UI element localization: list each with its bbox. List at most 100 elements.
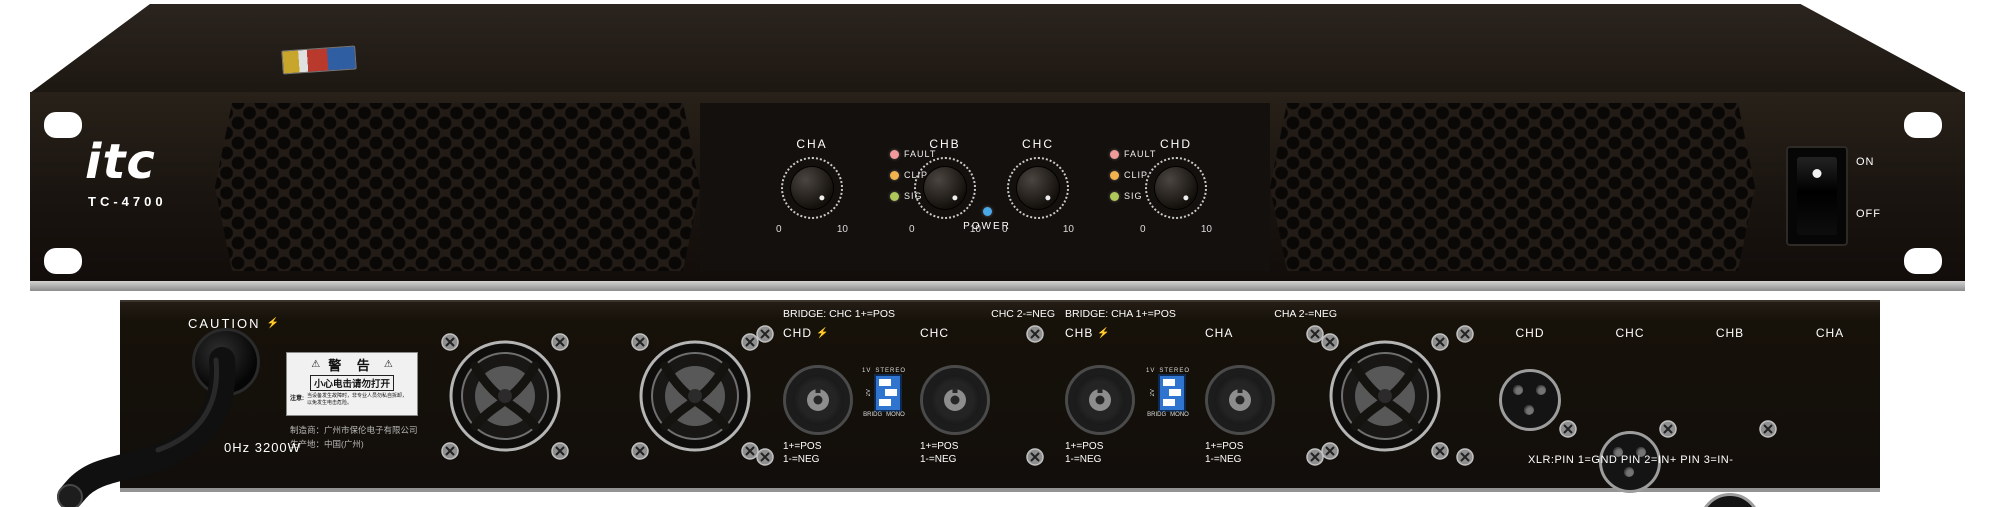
speakon-label-chb: CHB ⚡ [1065, 326, 1111, 340]
signal-led [1110, 191, 1119, 201]
clip-led [890, 170, 899, 180]
knob-tick-ring [1145, 157, 1207, 219]
lightning-icon: ⚡ [816, 327, 830, 339]
speakon-label-chd: CHD ⚡ [783, 326, 829, 340]
xlr-pin [1613, 447, 1623, 457]
dip-switch-block[interactable] [1158, 374, 1186, 412]
speakon-connector-chd[interactable] [783, 365, 853, 435]
warning-sticker: ⚠ 警 告 ⚠ 小心电击请勿打开 注意: 当设备发生故障时，非专业人员勿私自拆卸… [286, 352, 418, 416]
fault-led-label: FAULT [1124, 149, 1157, 159]
caution-text: CAUTION ⚡ [188, 316, 281, 331]
control-panel: CHA 0 10 FAULT CLIP SIG CHB [700, 103, 1270, 271]
rack-ear-hole [1904, 112, 1942, 138]
certification-sticker [281, 45, 357, 75]
clip-led-label: CLIP [1124, 170, 1149, 180]
power-label: POWER [963, 221, 1011, 232]
pin-neg: 1-=NEG [1065, 454, 1102, 465]
pin-neg: 1-=NEG [920, 454, 957, 465]
xlr-connector-chc[interactable] [1599, 431, 1661, 493]
xlr-pinout-note: XLR:PIN 1=GND PIN 2=IN+ PIN 3=IN- [1528, 454, 1734, 466]
channel-b-control: CHB 0 10 [907, 137, 983, 235]
xlr-label-chd: CHD [1515, 326, 1545, 340]
vent-grille-left [215, 103, 700, 271]
bridge-text: BRIDGE: CHA 1+=POS [1065, 308, 1176, 320]
rack-ear-hole [44, 112, 82, 138]
lightning-icon: ⚡ [266, 318, 281, 329]
fault-led-label: FAULT [904, 149, 937, 159]
dip-label: 2V [1150, 389, 1156, 397]
scale-min: 0 [1140, 224, 1146, 235]
scale-max: 10 [1062, 224, 1074, 235]
xlr-connector-chb[interactable] [1699, 493, 1761, 507]
model-number: TC-4700 [88, 194, 167, 209]
manufacturer-info: 制造商：广州市保伦电子有限公司 生产地：中国(广州) [290, 424, 418, 451]
dip-label: BRIDG [1147, 412, 1167, 418]
rack-ear-hole [1904, 248, 1942, 274]
fault-led [1110, 149, 1119, 159]
dip-toggle[interactable] [879, 379, 891, 386]
rear-panel: CAUTION ⚡ ⚠ 警 告 ⚠ 小心电击请勿打开 注意: 当设备发生故障时，… [120, 300, 1880, 507]
xlr-pin [1524, 405, 1534, 415]
caution-label: CAUTION [188, 316, 261, 331]
channel-label: CHD [1160, 137, 1192, 151]
cooling-fan [451, 342, 559, 450]
bridge-text: CHC 2-=NEG [991, 308, 1055, 320]
knob-scale: 0 10 [1140, 224, 1212, 235]
dip-toggle[interactable] [1163, 379, 1175, 386]
speakon-center [807, 389, 829, 411]
pinout-cha: 1+=POS 1-=NEG [1205, 440, 1243, 466]
mode-dip-switch-ba[interactable]: 1V STEREO 2V BRIDG MONO [1146, 368, 1190, 418]
bridge-note-cha: BRIDGE: CHA 1+=POS CHA 2-=NEG [1065, 308, 1337, 320]
dip-toggle[interactable] [1169, 389, 1181, 396]
speakon-connector-cha[interactable] [1205, 365, 1275, 435]
power-switch[interactable] [1797, 157, 1837, 235]
gain-knob-chb[interactable] [924, 167, 966, 209]
gain-knob-chc[interactable] [1017, 167, 1059, 209]
signal-led-label: SIG [1124, 191, 1143, 201]
label-text: CHC [920, 326, 949, 340]
channel-c-control: CHC 0 10 [1000, 137, 1076, 235]
led-indicators-cd: FAULT CLIP SIG [1110, 149, 1156, 201]
speakon-connector-chb[interactable] [1065, 365, 1135, 435]
power-indicator: POWER [952, 207, 1022, 232]
dip-toggle[interactable] [879, 399, 891, 406]
fault-led [890, 149, 899, 159]
xlr-label-chb: CHB [1715, 326, 1745, 340]
scale-min: 0 [909, 224, 915, 235]
manufacturer-line: 制造商：广州市保伦电子有限公司 [290, 425, 418, 435]
channel-label: CHB [929, 137, 961, 151]
scale-max: 10 [969, 224, 981, 235]
dip-label: 2V [866, 389, 872, 397]
dip-toggle[interactable] [1163, 399, 1175, 406]
knob-tick-ring [914, 157, 976, 219]
warning-subtitle: 小心电击请勿打开 [309, 375, 394, 391]
warning-triangle-icon: ⚠ [311, 359, 321, 370]
xlr-pin [1624, 467, 1634, 477]
chassis-base [30, 281, 1965, 291]
dip-toggle[interactable] [885, 389, 897, 396]
channel-label: CHA [796, 137, 828, 151]
xlr-connector-chd[interactable] [1499, 369, 1561, 431]
label-text: CHB [1065, 326, 1094, 340]
power-rating-text: 0Hz 3200W [224, 440, 301, 455]
rack-ear-hole [44, 248, 82, 274]
xlr-pin [1513, 385, 1523, 395]
pin-pos: 1+=POS [1065, 441, 1104, 452]
speakon-connector-chc[interactable] [920, 365, 990, 435]
switch-off-label: OFF [1856, 208, 1881, 220]
knob-scale: 0 10 [776, 224, 848, 235]
gain-knob-cha[interactable] [791, 167, 833, 209]
warning-note-text: 当设备发生故障时，非专业人员勿私自拆卸，以免发生电击危险。 [307, 393, 408, 406]
dip-label: BRIDG [863, 412, 883, 418]
dip-label: STEREO [875, 368, 907, 374]
dip-label: 1V [1146, 368, 1156, 374]
pinout-chb: 1+=POS 1-=NEG [1065, 440, 1103, 466]
mode-dip-switch-dc[interactable]: 1V STEREO 2V BRIDG MONO [862, 368, 906, 418]
gain-knob-chd[interactable] [1155, 167, 1197, 209]
dip-switch-block[interactable] [874, 374, 902, 412]
channel-label: CHC [1022, 137, 1054, 151]
pinout-chc: 1+=POS 1-=NEG [920, 440, 958, 466]
warning-note-label: 注意: [290, 396, 304, 402]
knob-scale: 0 10 [909, 224, 981, 235]
